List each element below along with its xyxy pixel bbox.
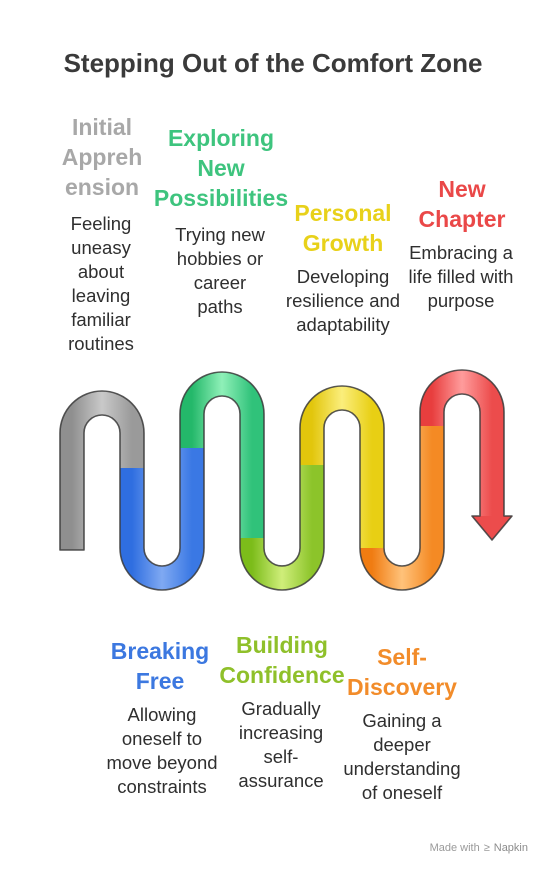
footer-made-with: Made with <box>429 842 480 854</box>
footer-brand: Napkin <box>493 842 528 854</box>
stage-new-chapter-title: New Chapter <box>418 176 506 232</box>
path-segment-self-discovery <box>360 426 444 590</box>
path-segment-initial-apprehension <box>60 391 144 550</box>
path-segment-new-chapter <box>420 370 504 518</box>
arrow-head-icon <box>472 516 512 540</box>
stage-breaking-free-title: Breaking Free <box>110 638 210 694</box>
page-title: Stepping Out of the Comfort Zone <box>63 48 483 78</box>
path-segment-building-confidence <box>240 465 324 590</box>
stage-exploring-desc: Trying new hobbies or career paths <box>175 224 265 317</box>
napkin-logo-icon: ≥ <box>483 842 490 854</box>
stage-new-chapter-desc: Embracing a life filled with purpose <box>408 242 514 311</box>
stage-self-discovery-desc: Gaining a deeper understanding of onesel… <box>343 710 461 803</box>
path-segment-personal-growth <box>300 386 384 548</box>
stage-breaking-free-desc: Allowing oneself to move beyond constrai… <box>106 704 218 797</box>
stage-initial-apprehension-title: Initial Appreh ension <box>61 114 143 200</box>
footer-watermark: Made with ≥ Napkin <box>430 842 528 854</box>
stage-initial-apprehension-desc: Feeling uneasy about leaving familiar ro… <box>68 213 134 354</box>
path-segment-exploring <box>180 372 264 538</box>
path-segment-breaking-free <box>120 448 204 590</box>
stage-building-confidence-title: Building Confidence <box>219 632 345 688</box>
stage-personal-growth-desc: Developing resilience and adaptability <box>285 266 401 335</box>
stage-self-discovery-title: Self-Discovery <box>347 644 457 700</box>
stage-personal-growth-title: Personal Growth <box>294 200 392 256</box>
stage-building-confidence-desc: Gradually increasing self-assurance <box>238 698 324 791</box>
stage-exploring-title: Exploring New Possibilities <box>153 125 289 211</box>
